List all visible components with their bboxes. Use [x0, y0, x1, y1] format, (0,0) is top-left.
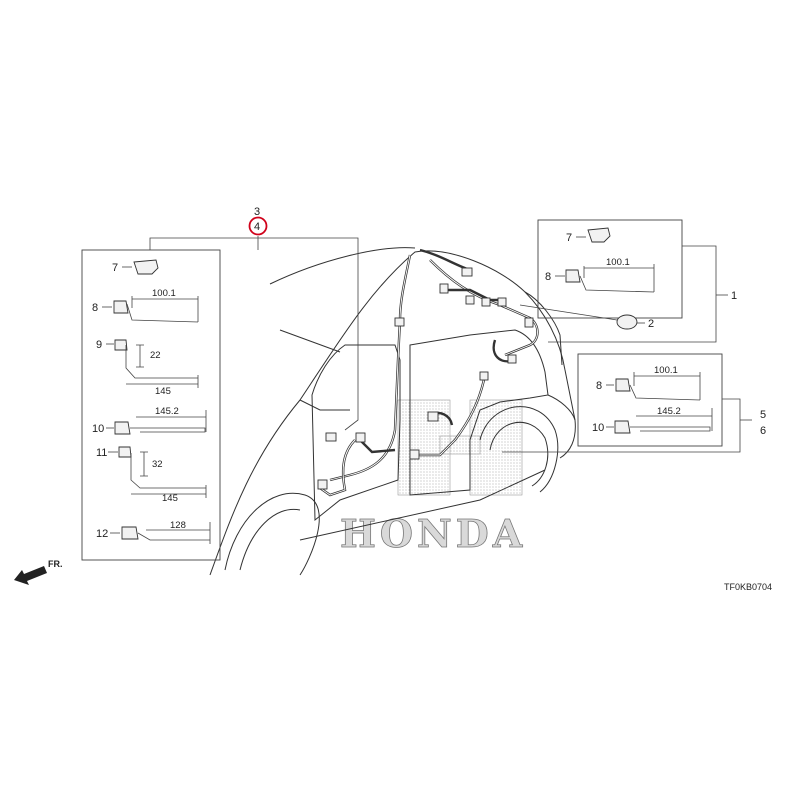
top-right-parts-panel: 1 7 8 100.1	[537, 219, 737, 343]
honda-watermark: HONDA	[340, 399, 526, 556]
car-body-outline	[209, 247, 576, 576]
clip-10-icon	[114, 421, 131, 435]
left-item-8-dim: 100.1	[152, 288, 176, 299]
highlight-circle	[248, 216, 268, 236]
callout-4-label: 4	[254, 221, 260, 233]
left-panel-frame	[81, 249, 221, 561]
callout-5-label: 5	[760, 409, 766, 421]
left-item-8-ref: 8	[92, 302, 98, 314]
clip-7-icon	[133, 259, 159, 275]
left-item-11-hdim: 145	[162, 493, 178, 504]
mid-right-panel-frame	[577, 353, 723, 447]
mr-item-8-ref: 8	[596, 380, 602, 392]
mr-item-10-ref: 10	[592, 422, 604, 434]
left-item-12-dim: 128	[170, 520, 186, 531]
grommet-part: 2	[519, 304, 654, 330]
tr-item-7-ref: 7	[566, 232, 572, 244]
callout-3-4: 3 4	[149, 206, 359, 431]
mr-item-10-dim: 145.2	[657, 406, 681, 417]
left-item-10-dim: 145.2	[155, 406, 179, 417]
callout-2-label: 2	[648, 318, 654, 330]
watermark-text: HONDA	[340, 511, 526, 556]
left-item-7-ref: 7	[112, 262, 118, 274]
clip-8-icon	[113, 300, 129, 314]
top-right-panel-frame	[537, 219, 683, 319]
tr-clip-8-icon	[565, 269, 581, 283]
callout-1-label: 1	[731, 290, 737, 302]
callout-3-label: 3	[254, 206, 260, 218]
tr-item-8-ref: 8	[545, 271, 551, 283]
front-arrow-icon	[14, 566, 47, 585]
clip-9-icon	[114, 339, 128, 351]
callout-6-label: 6	[760, 425, 766, 437]
left-item-10-ref: 10	[92, 423, 104, 435]
left-item-9-hdim: 145	[155, 386, 171, 397]
front-direction-label: FR.	[48, 559, 63, 569]
left-item-9-ref: 9	[96, 339, 102, 351]
clip-12-icon	[121, 526, 139, 540]
mr-item-8-dim: 100.1	[654, 365, 678, 376]
grommet-2-icon	[616, 314, 638, 330]
mr-clip-8-icon	[615, 378, 631, 392]
left-item-9-vdim: 22	[150, 350, 161, 361]
mid-right-parts-panel: 5 6 8 100.1 10 145.2	[502, 353, 766, 453]
tr-clip-7-icon	[587, 227, 611, 243]
clip-11-icon	[118, 446, 132, 458]
left-parts-panel: 7 8 100.1 9 22 145 10 145.2 11	[81, 249, 221, 561]
left-item-11-vdim: 32	[152, 459, 163, 470]
front-direction-arrow: FR.	[14, 559, 63, 585]
diagram-code: TF0KB0704	[724, 582, 772, 592]
left-item-11-ref: 11	[96, 447, 107, 459]
left-item-12-ref: 12	[96, 528, 108, 540]
tr-item-8-dim: 100.1	[606, 257, 630, 268]
wire-harness	[317, 248, 539, 497]
mr-clip-10-icon	[614, 420, 631, 434]
